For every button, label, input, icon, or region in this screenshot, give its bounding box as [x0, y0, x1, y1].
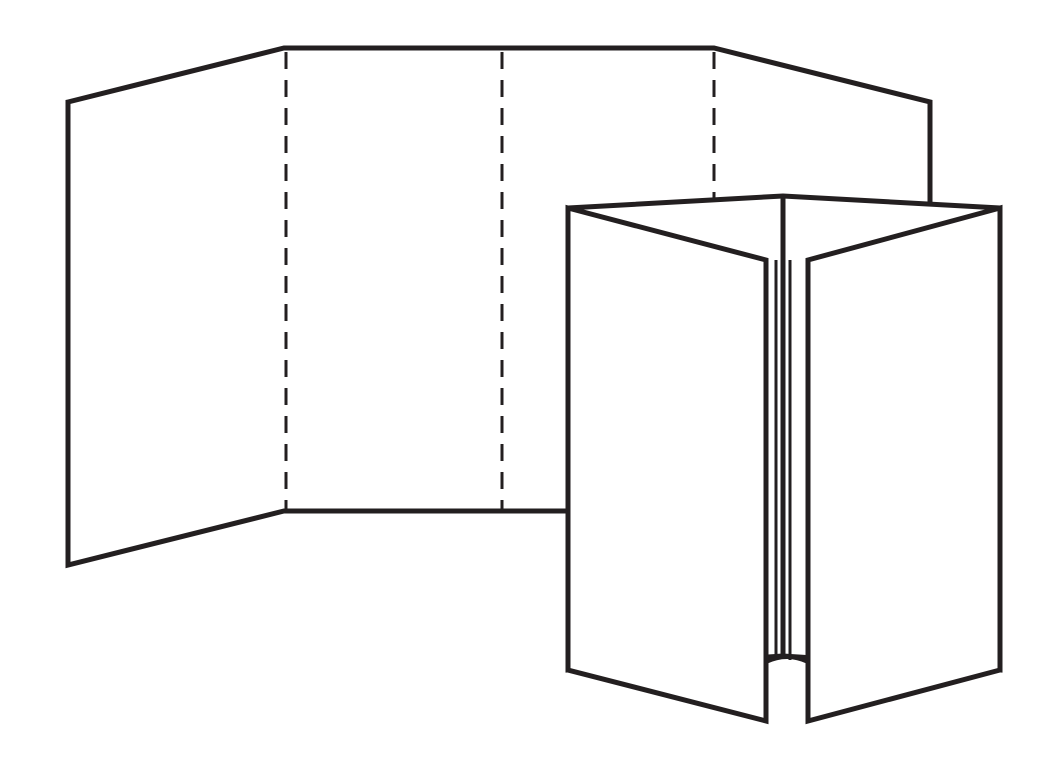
- folded-gatefold: [565, 193, 1003, 725]
- folded-right-flap: [805, 204, 1003, 725]
- folded-left-flap: [565, 204, 769, 725]
- folded-bottom-curve: [765, 655, 809, 664]
